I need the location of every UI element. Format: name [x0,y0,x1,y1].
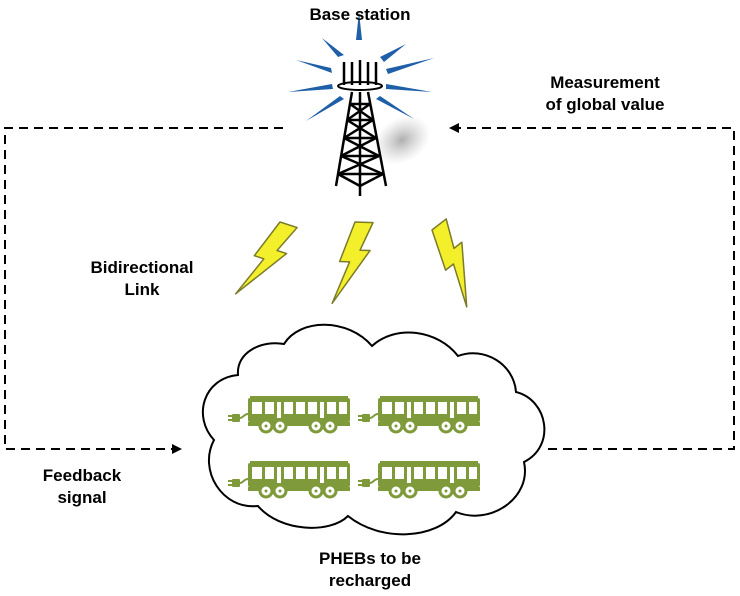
feedback-label-line2: signal [57,488,107,507]
bidirectional-link-label: Bidirectional Link [62,257,222,301]
feedback-loop-arrows [4,123,735,454]
pheb-label-line1: PHEBs to be [318,549,422,568]
measurement-label: Measurement of global value [525,72,685,116]
measurement-label-line2: of global value [545,95,665,114]
lightning-bolt-icon [415,218,498,308]
cloud-icon [201,323,546,536]
bidirectional-label-line1: Bidirectional [90,258,194,277]
lightning-bolt-icon [234,215,298,307]
right-dashed-arrow [449,123,735,450]
feedback-label-line1: Feedback [42,466,122,485]
feedback-signal-label: Feedback signal [22,465,142,509]
bidirectional-label-line2: Link [124,280,160,299]
measurement-label-line1: Measurement [550,73,660,92]
left-dashed-arrow [4,127,283,454]
lightning-bolt-icon [331,220,374,306]
base-station-label: Base station [309,5,411,24]
base-station-tower-icon [288,12,434,196]
pheb-label: PHEBs to be recharged [280,548,460,592]
pheb-label-line2: recharged [328,571,412,590]
lightning-bolts [234,215,498,308]
